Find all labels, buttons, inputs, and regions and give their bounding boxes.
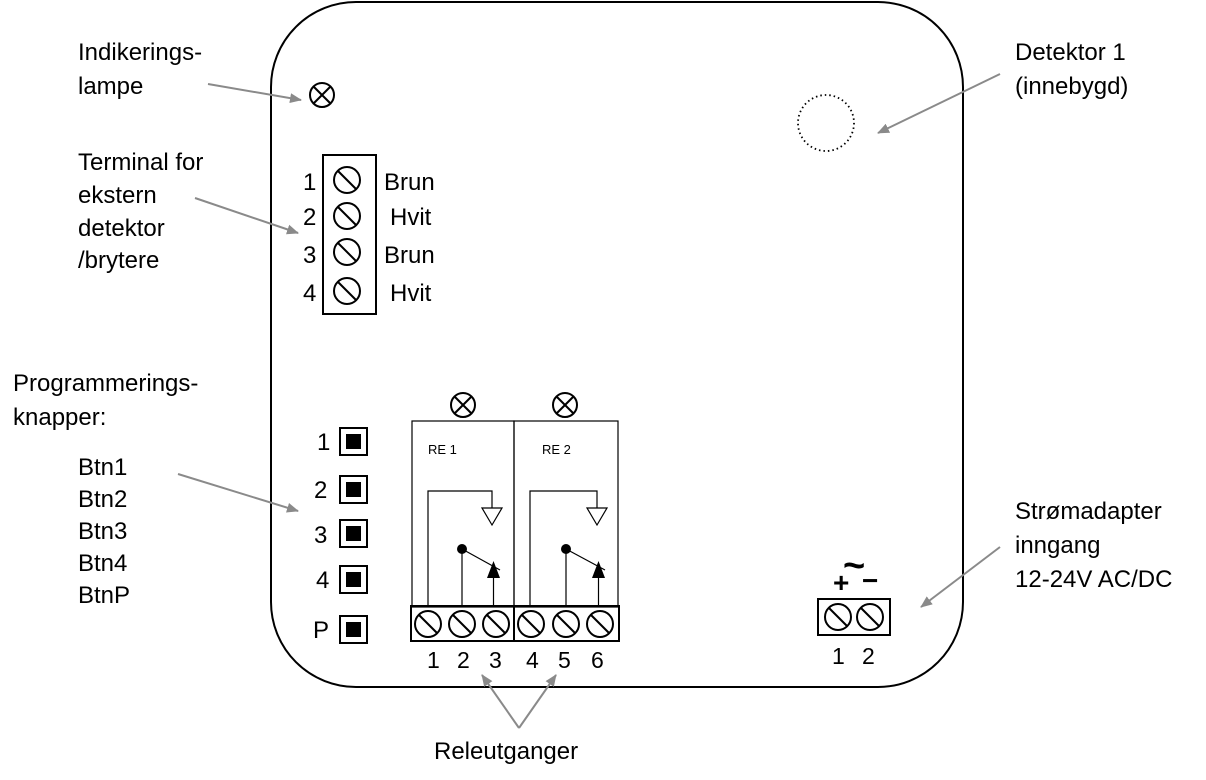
- button-list-item: Btn3: [78, 518, 127, 545]
- detector-circle: [797, 94, 855, 152]
- button-number: 1: [317, 429, 330, 456]
- relay-terminal-number: 2: [457, 647, 470, 673]
- relay-screw-icon: [448, 610, 476, 638]
- relay-screw-icon: [482, 610, 510, 638]
- relay-screw-icon: [414, 610, 442, 638]
- detector1-label-line2: (innebygd): [1015, 73, 1128, 100]
- device-housing: [270, 1, 964, 688]
- terminal-label-line4: /brytere: [78, 247, 159, 274]
- button-number: P: [313, 617, 329, 644]
- relay-label: RE 2: [542, 442, 571, 457]
- detector-arrow: [877, 73, 1001, 134]
- relay-terminal-number: 3: [489, 647, 502, 673]
- power-label-line1: Strømadapter: [1015, 498, 1162, 525]
- button-list-item: Btn2: [78, 486, 127, 513]
- terminal-label-line1: Terminal for: [78, 149, 203, 176]
- wire-color-label: Hvit: [390, 280, 432, 307]
- button-list-item: Btn1: [78, 454, 127, 481]
- ac-symbol: ~: [843, 545, 865, 587]
- relay-re2: RE 2: [513, 420, 619, 608]
- terminal-label-line3: detektor: [78, 215, 165, 242]
- relay-terminal-number: 6: [591, 647, 604, 673]
- terminal-screw-1-icon: [333, 166, 361, 194]
- relay2-lamp-icon: [552, 392, 578, 418]
- minus-symbol: −: [862, 565, 878, 596]
- relay-terminal-number: 1: [427, 647, 440, 673]
- button-list-item: Btn4: [78, 550, 127, 577]
- indicator-lamp-icon: [309, 82, 335, 108]
- relay-terminal-number: 5: [558, 647, 571, 673]
- power-screw-icon: [856, 603, 884, 631]
- relay-screw-icon: [517, 610, 545, 638]
- terminal-screw-4-icon: [333, 277, 361, 305]
- relay-re1: RE 1: [411, 420, 515, 608]
- wire-color-label: Brun: [384, 242, 435, 269]
- relay1-lamp-icon: [450, 392, 476, 418]
- button-list-item: BtnP: [78, 582, 130, 609]
- power-label-line2: inngang: [1015, 532, 1100, 559]
- buttons-label-line1: Programmerings-: [13, 370, 198, 397]
- power-label-line3: 12-24V AC/DC: [1015, 566, 1172, 593]
- button-1[interactable]: [339, 427, 368, 456]
- button-number: 3: [314, 522, 327, 549]
- button-4[interactable]: [339, 565, 368, 594]
- terminal-screw-3-icon: [333, 238, 361, 266]
- relay-outputs-arrow-left: [481, 674, 520, 729]
- plus-symbol: +: [833, 567, 849, 598]
- button-3[interactable]: [339, 519, 368, 548]
- terminal-number: 2: [303, 204, 316, 231]
- relay-outputs-label: Releutganger: [434, 738, 578, 765]
- power-screw-icon: [824, 603, 852, 631]
- power-terminal-block: [817, 598, 891, 636]
- relay-screw-icon: [586, 610, 614, 638]
- power-arrow: [920, 546, 1001, 608]
- relay-terminal-number: 4: [526, 647, 539, 673]
- detector1-label-line1: Detektor 1: [1015, 39, 1126, 66]
- indicator-lamp-label-line2: lampe: [78, 73, 143, 100]
- power-terminal-number: 2: [862, 643, 875, 669]
- terminal-arrow: [194, 197, 299, 235]
- button-number: 2: [314, 477, 327, 504]
- terminal-number: 1: [303, 169, 316, 196]
- button-number: 4: [316, 567, 329, 594]
- relay-label: RE 1: [428, 442, 457, 457]
- buttons-label-line2: knapper:: [13, 404, 106, 431]
- terminal-number: 4: [303, 280, 316, 307]
- terminal-number: 3: [303, 242, 316, 269]
- wire-color-label: Hvit: [390, 204, 432, 231]
- wire-color-label: Brun: [384, 169, 435, 196]
- terminal-label-line2: ekstern: [78, 182, 157, 209]
- button-2[interactable]: [339, 475, 368, 504]
- terminal-block: [322, 154, 377, 315]
- button-p[interactable]: [339, 615, 368, 644]
- power-terminal-number: 1: [832, 643, 845, 669]
- relay-outputs-arrow-right: [518, 674, 557, 729]
- buttons-arrow: [177, 473, 299, 513]
- indicator-lamp-label-line1: Indikerings-: [78, 39, 202, 66]
- terminal-screw-2-icon: [333, 202, 361, 230]
- indicator-lamp-arrow: [207, 83, 302, 104]
- relay-screw-icon: [552, 610, 580, 638]
